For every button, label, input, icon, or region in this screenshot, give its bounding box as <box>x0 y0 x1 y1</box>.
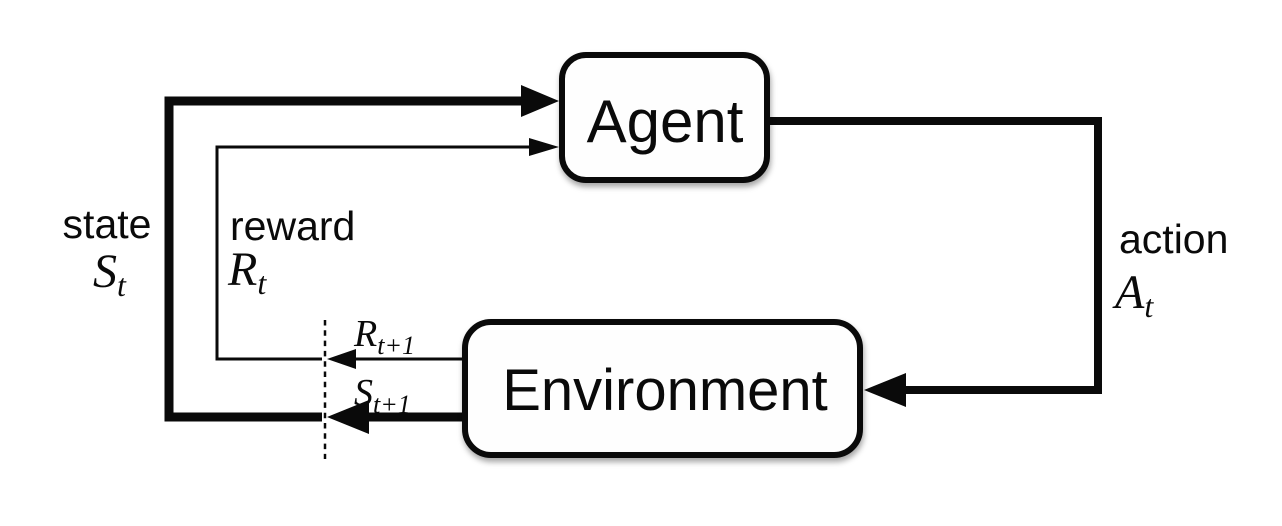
agent-label: Agent <box>587 88 744 155</box>
reward-loop-line <box>215 145 531 361</box>
next-reward-symbol: Rt+1 <box>353 313 415 360</box>
reward-arrowhead <box>529 138 559 156</box>
next-state-base: S <box>354 372 373 414</box>
reward-word-label: reward <box>230 203 355 249</box>
state-loop-line <box>164 96 524 422</box>
next-reward-base: R <box>353 313 377 355</box>
next-state-subscript: t+1 <box>373 390 411 419</box>
environment-box <box>462 319 863 458</box>
action-symbol-subscript: t <box>1144 288 1154 324</box>
environment-label: Environment <box>502 358 828 423</box>
reward-symbol-subscript: t <box>257 265 267 301</box>
action-word-label: action <box>1119 216 1228 262</box>
action-arrowhead <box>864 373 906 407</box>
state-word-label: state <box>63 201 152 247</box>
state-symbol-base: S <box>93 245 117 298</box>
state-symbol-subscript: t <box>117 267 127 303</box>
action-symbol: At <box>1112 266 1154 324</box>
agent-box <box>559 52 770 183</box>
state-symbol: St <box>93 245 127 303</box>
action-line <box>764 117 1102 394</box>
reward-symbol-base: R <box>227 243 257 296</box>
action-symbol-base: A <box>1112 266 1145 319</box>
next-reward-arrowhead <box>327 349 356 369</box>
next-reward-subscript: t+1 <box>377 331 415 360</box>
reward-symbol: Rt <box>227 243 267 301</box>
next-state-arrowhead <box>327 400 369 434</box>
next-state-symbol: St+1 <box>354 372 411 419</box>
state-arrowhead <box>521 85 559 117</box>
